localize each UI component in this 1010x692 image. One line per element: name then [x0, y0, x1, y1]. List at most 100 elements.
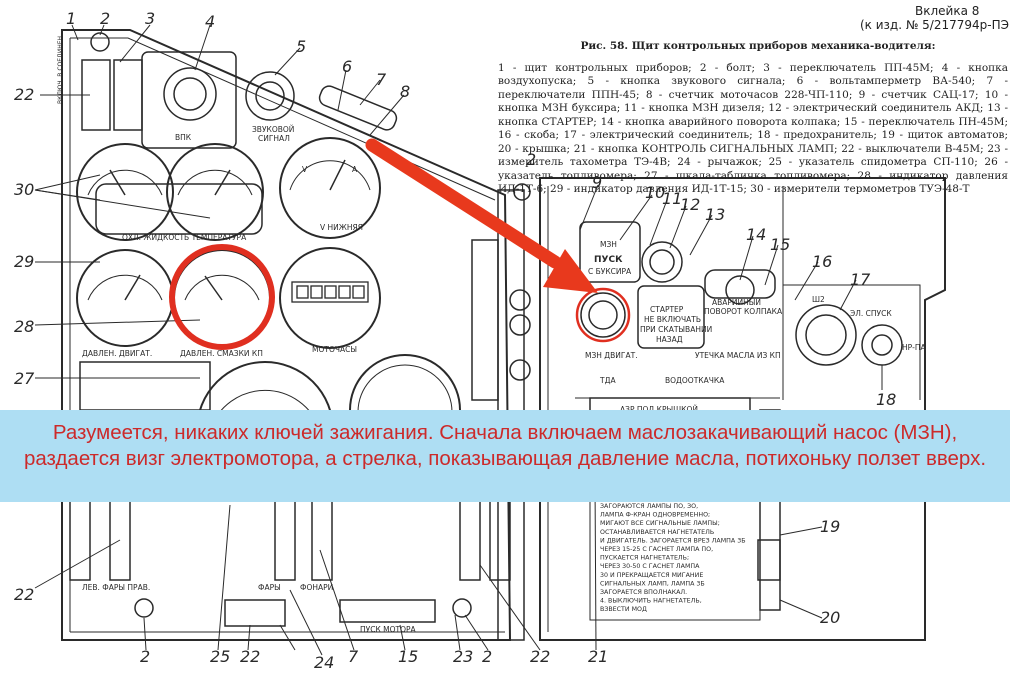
- callout-14: 14: [746, 225, 766, 244]
- plate-line: 4. ВЫКЛЮЧИТЬ НАГНЕТАТЕЛЬ,: [600, 598, 702, 605]
- callout-9: 9: [592, 173, 602, 192]
- callout-18: 18: [876, 390, 896, 409]
- subtitle-banner: Разумеется, никаких ключей зажигания. Сн…: [0, 410, 1010, 502]
- pressure-gauge-29: [76, 249, 174, 347]
- header-publication-number: (к изд. № 5/217794р-ПЭ: [860, 18, 1009, 32]
- callout-27: 27: [14, 369, 35, 388]
- callout-15-bottom: 15: [398, 647, 418, 666]
- callout-22-top: 22: [14, 85, 34, 104]
- callout-8: 8: [400, 82, 410, 101]
- callout-13: 13: [705, 205, 725, 224]
- lower-left-switches: [69, 499, 511, 627]
- callout-7-top: 7: [376, 70, 387, 89]
- callout-15-right: 15: [770, 235, 790, 254]
- highlight-ring-pressure-gauge: [169, 244, 275, 350]
- callout-22-bottom-left: 22: [14, 585, 34, 604]
- label-volts: V: [302, 165, 308, 174]
- top-left-components: [81, 32, 531, 201]
- motochasy-gauge: [279, 247, 381, 349]
- label-ampers: A: [352, 165, 358, 174]
- horn-button: [245, 71, 295, 121]
- thermometer-gauge-2: [166, 143, 264, 241]
- label-nizhn: V НИЖНЯЯ: [320, 223, 363, 232]
- label-np-pa: НР-ПА: [902, 343, 927, 352]
- mzn-engine-button: [580, 292, 626, 338]
- label-starter-4: НАЗАД: [656, 335, 683, 344]
- label-motochasy: МОТОЧАСЫ: [312, 345, 357, 354]
- red-arrow-icon: [365, 138, 598, 293]
- plate-line: ЗАГОРАЮТСЯ ЛАМПЫ ПО, ЗО,: [600, 503, 698, 510]
- red-highlights: [169, 138, 631, 350]
- callout-7-bottom: 7: [348, 647, 359, 666]
- plate-line: ЛАМПА Ф-КРАН ОДНОВРЕМЕННО;: [600, 512, 710, 519]
- callout-10: 10: [645, 183, 665, 202]
- label-vklyuch: ВКЛЮЧ. В СОЕДИНЕН: [57, 36, 64, 104]
- label-azr: АЗР ПОД КРЫШКОЙ: [620, 405, 698, 414]
- callout-3: 3: [145, 9, 155, 28]
- figure-legend: 1 - щит контрольных приборов; 2 - болт; …: [498, 61, 1008, 196]
- emergency-turn-button: [725, 275, 755, 305]
- label-pusk-motora: ПУСК МОТОРА: [360, 625, 417, 634]
- label-vodootkachka: ВОДООТКАЧКА: [665, 376, 725, 385]
- callout-22-bottom-mid: 22: [240, 647, 260, 666]
- instructions-plate: ЗАГОРАЮТСЯ ЛАМПЫ ПО, ЗО, ЛАМПА Ф-КРАН ОДН…: [600, 503, 746, 613]
- label-zvukovoy: ЗВУКОВОЙ: [252, 125, 294, 134]
- label-starter-3: ПРИ СКАТЫВАНИИ: [640, 325, 712, 334]
- label-lev-fary-prav: ЛЕВ. ФАРЫ ПРАВ.: [82, 583, 150, 592]
- callout-4: 4: [205, 12, 215, 31]
- plate-line: ОСТАНАВЛИВАЕТСЯ НАГНЕТАТЕЛЬ: [600, 529, 714, 536]
- plate-line: ВЗВЕСТИ МОД: [600, 606, 647, 613]
- callout-17: 17: [850, 270, 871, 289]
- label-starter-1: СТАРТЕР: [650, 305, 684, 314]
- callout-2-bottom-right: 2: [482, 647, 492, 666]
- callout-25: 25: [210, 647, 230, 666]
- label-mzn-dvig: МЗН ДВИГАТ.: [585, 351, 638, 360]
- callout-28: 28: [14, 317, 34, 336]
- callout-5: 5: [296, 37, 306, 56]
- plate-line: 30 И ПРЕКРАЩАЕТСЯ МИГАНИЕ: [600, 572, 703, 579]
- callout-20: 20: [820, 608, 840, 627]
- callout-12: 12: [680, 195, 700, 214]
- callout-24: 24: [314, 653, 334, 672]
- subtitle-text: Разумеется, никаких ключей зажигания. Сн…: [23, 421, 987, 470]
- electric-connector-17: [795, 304, 857, 366]
- callout-numbers: 1 2 3 4 5 6 7 8 22 30 29 28 27 2 9 10 11…: [14, 9, 896, 672]
- akd-connector: [641, 241, 683, 283]
- callout-19: 19: [820, 517, 840, 536]
- callout-2-bottom-left: 2: [140, 647, 150, 666]
- callout-23: 23: [453, 647, 473, 666]
- voltammeter-gauge: [279, 137, 381, 239]
- thermometer-gauge-1: [76, 143, 174, 241]
- label-fonari: ФОНАРИ: [300, 583, 333, 592]
- fuse-18: [861, 324, 903, 366]
- label-s-buksira: С БУКСИРА: [588, 267, 632, 276]
- label-mzn: МЗН: [600, 240, 617, 249]
- label-pusk: ПУСК: [594, 255, 623, 265]
- left-panel-outline: [61, 29, 512, 641]
- callout-2-top: 2: [100, 9, 110, 28]
- plate-line: ЗАГОРАЕТСЯ ВПОЛНАКАЛ.: [600, 589, 687, 596]
- callout-11: 11: [662, 189, 682, 208]
- panel-labels: ВПК ЗВУКОВОЙ СИГНАЛ ОХЛ. ЖИДКОСТЬ ТЕМПЕР…: [57, 36, 927, 634]
- header-insert-label: Вклейка 8: [915, 4, 980, 18]
- label-tda: ТДА: [599, 376, 616, 385]
- label-starter-2: НЕ ВКЛЮЧАТЬ: [644, 315, 701, 324]
- figure-title: Рис. 58. Щит контрольных приборов механи…: [580, 40, 936, 52]
- air-release-button: [163, 67, 217, 121]
- label-davlen-dvig: ДАВЛЕН. ДВИГАТ.: [82, 349, 152, 358]
- bolt-mid: [513, 183, 531, 201]
- callout-16: 16: [812, 252, 832, 271]
- plate-line: СИГНАЛЬНЫХ ЛАМП, ЛАМПА 3Б: [600, 580, 705, 587]
- motochasy-counter: [291, 281, 369, 303]
- plate-line: ПУСКАЕТСЯ НАГНЕТАТЕЛЬ;: [600, 555, 689, 562]
- label-avar-1: АВАРИЙНЫЙ: [712, 298, 761, 307]
- label-el-spusk: ЭЛ. СПУСК: [850, 309, 892, 318]
- plate-line: ЧЕРЕЗ 30-50 С ГАСНЕТ ЛАМПА: [600, 563, 700, 570]
- page-header: Вклейка 8 (к изд. № 5/217794р-ПЭ: [860, 4, 1010, 32]
- plate-line: ЧЕРЕЗ 15-25 С ГАСНЕТ ЛАМПА ПО,: [600, 546, 713, 553]
- callout-2-mid: 2: [526, 150, 536, 169]
- callout-29: 29: [14, 252, 34, 271]
- label-signal: СИГНАЛ: [258, 134, 290, 143]
- callout-21: 21: [588, 647, 608, 666]
